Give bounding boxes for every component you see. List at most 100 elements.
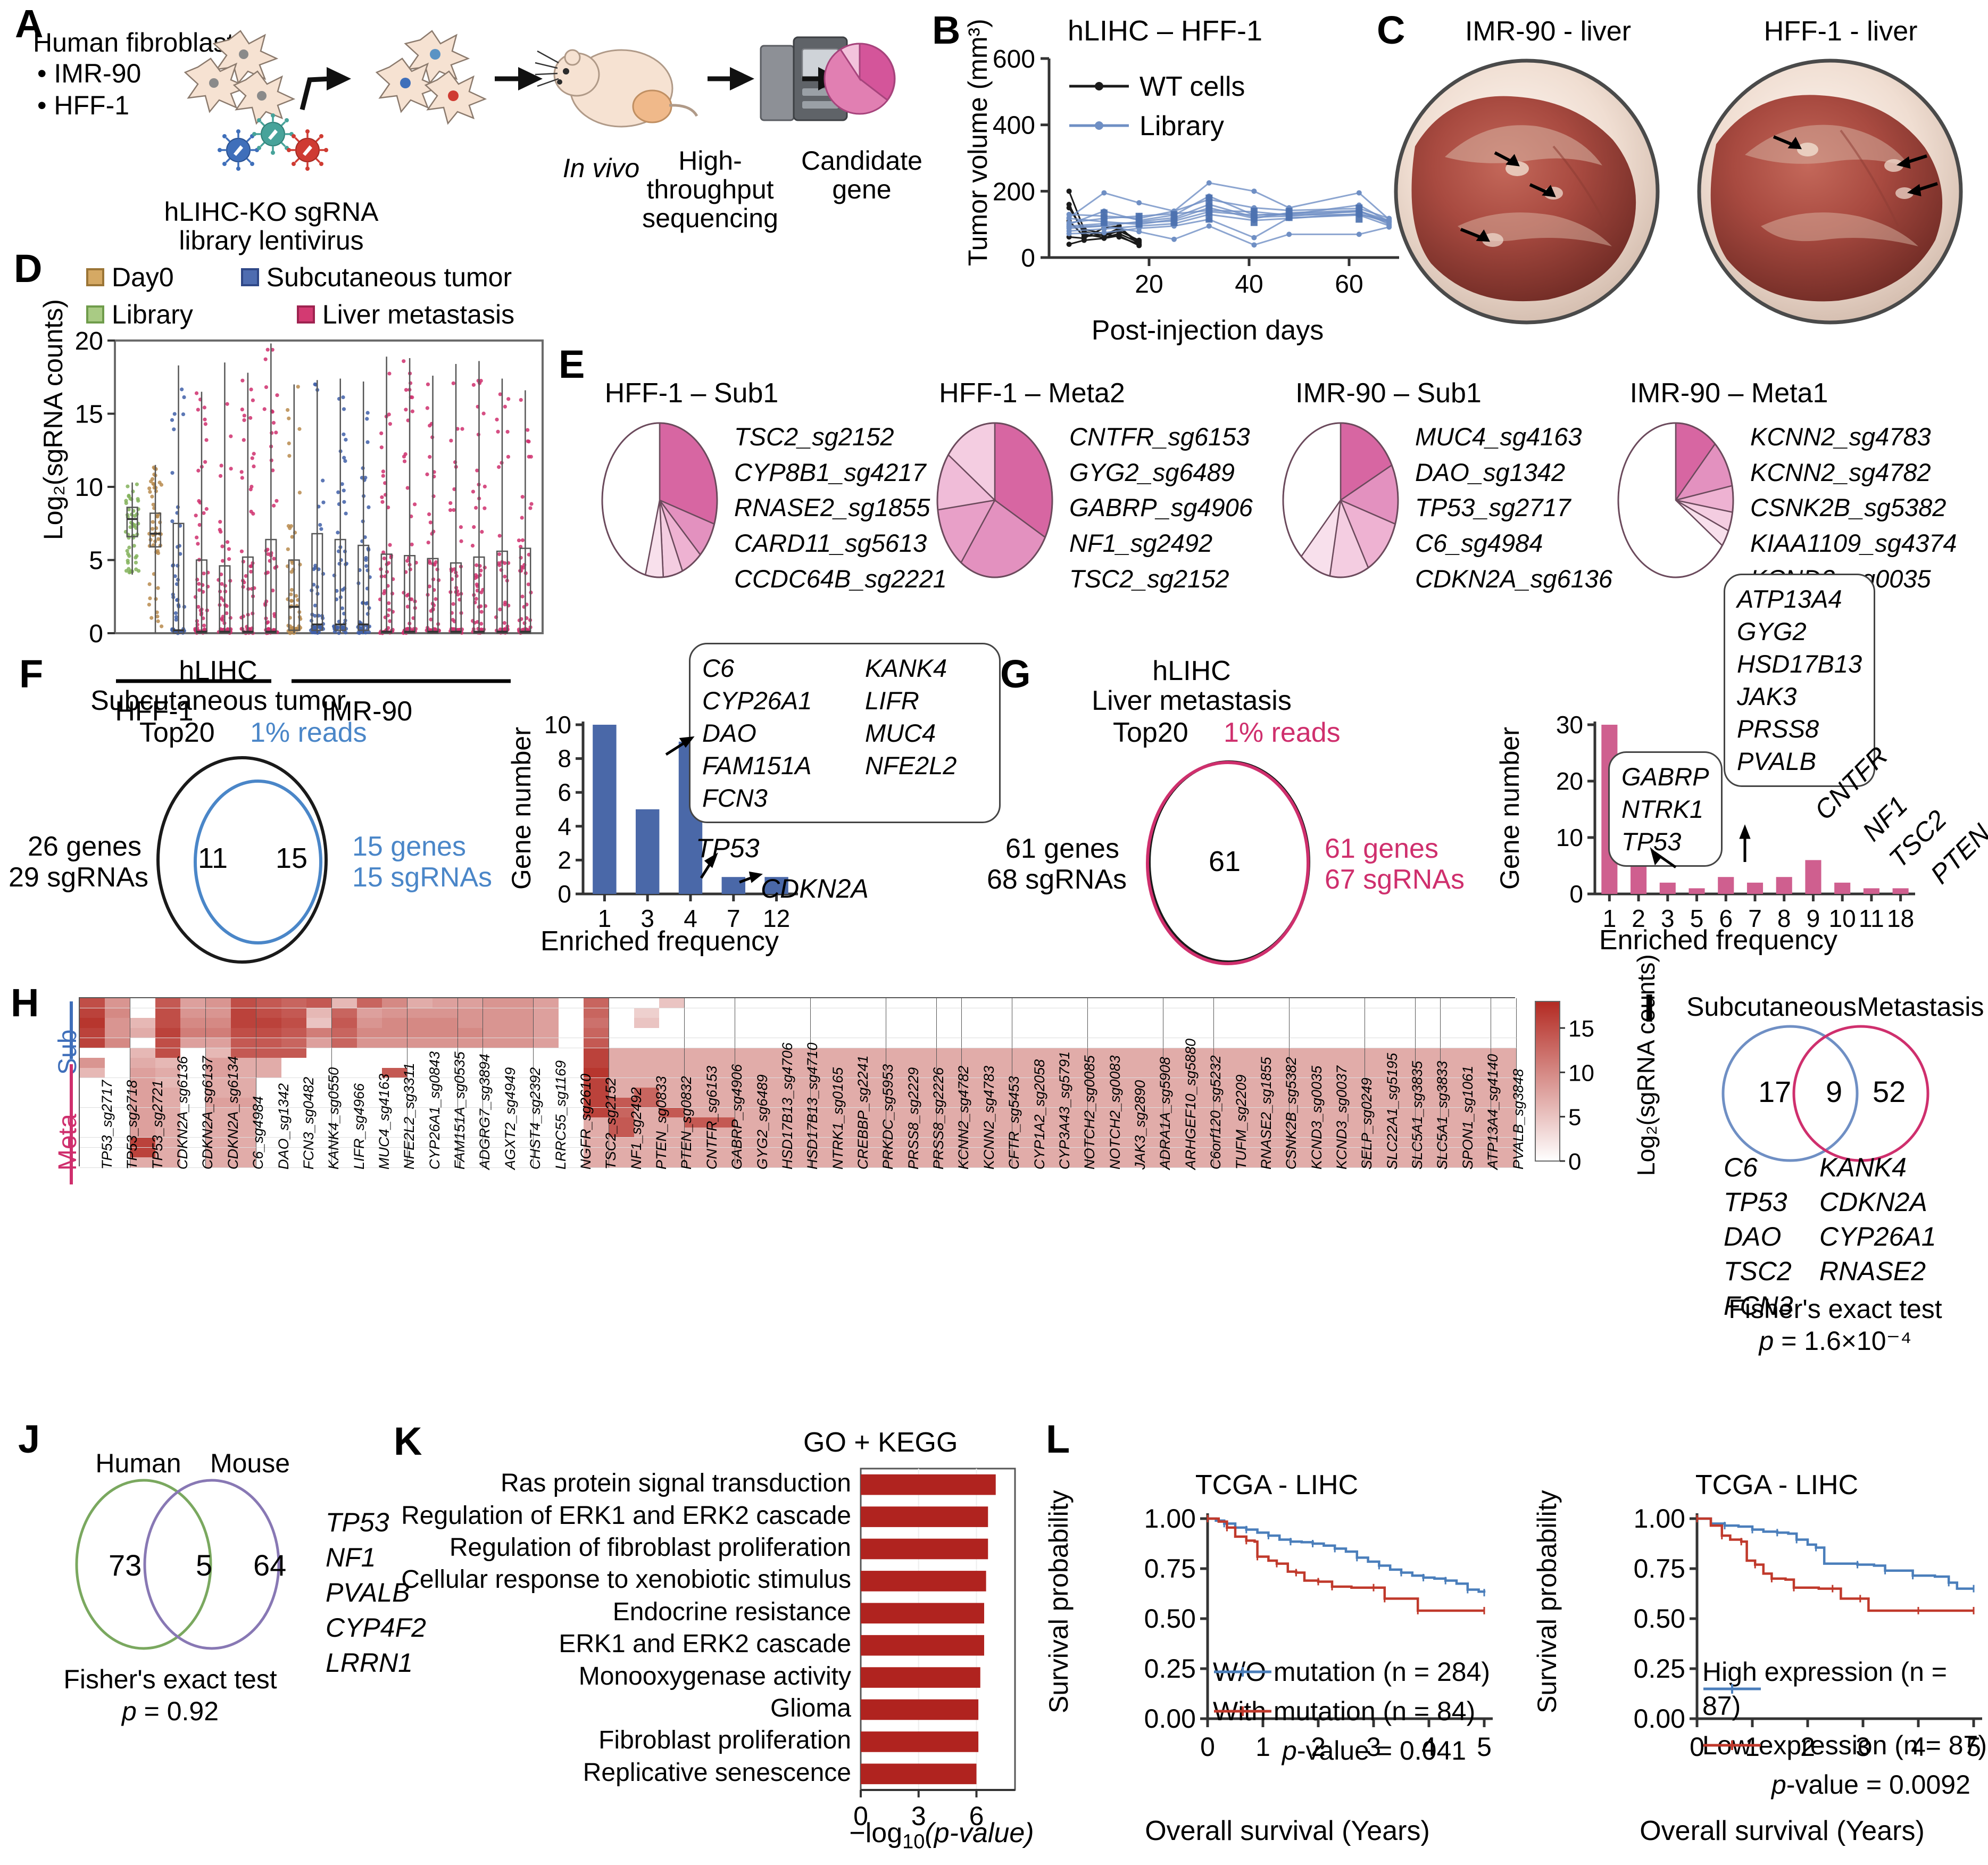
heatmap-cell xyxy=(1087,998,1113,1009)
heatmap-column-label: PRSS8_sg2226 xyxy=(930,1067,947,1170)
panel-k-category-label: Endocrine resistance xyxy=(612,1597,851,1626)
svg-text:3: 3 xyxy=(1366,1732,1381,1762)
heatmap-cell xyxy=(735,1028,761,1039)
p-value: -value = 0.041 xyxy=(1296,1736,1467,1765)
svg-text:400: 400 xyxy=(993,112,1035,140)
heatmap-cell xyxy=(155,1018,181,1029)
panel-g-bar-ylabel: Gene number xyxy=(1495,727,1525,890)
heatmap-cell xyxy=(886,1028,912,1039)
heatmap-cell xyxy=(256,1008,282,1018)
heatmap-cell xyxy=(961,998,987,1009)
svg-text:40: 40 xyxy=(1235,270,1263,299)
gene-label: CNTFR_sg6153 xyxy=(1069,422,1250,451)
panel-l-xlabel-0: Overall survival (Years) xyxy=(1145,1816,1430,1846)
svg-text:10: 10 xyxy=(1829,905,1856,932)
heatmap-column-label: PTEN_sg0832 xyxy=(678,1076,695,1170)
heatmap-cell xyxy=(936,1048,962,1058)
heatmap-cell xyxy=(1264,1028,1290,1039)
svg-text:0: 0 xyxy=(89,620,103,648)
svg-text:0: 0 xyxy=(1021,244,1035,272)
panel-a-cand-line1: Candidate xyxy=(801,146,922,176)
heatmap-cell xyxy=(1113,1008,1139,1018)
heatmap-cell xyxy=(559,1008,584,1018)
panel-e-pie-3 xyxy=(1617,422,1734,578)
heatmap-column-label: PRSS8_sg2229 xyxy=(905,1067,921,1170)
heatmap-cell xyxy=(1087,1038,1113,1049)
heatmap-cell xyxy=(331,1058,357,1068)
heatmap-cell xyxy=(130,998,156,1009)
svg-text:18: 18 xyxy=(1887,905,1914,932)
panel-f-letter: F xyxy=(19,652,44,696)
heatmap-cell xyxy=(130,1067,156,1079)
panel-i-letter: I xyxy=(1644,986,1655,1030)
heatmap-cell xyxy=(911,1008,937,1018)
heatmap-cell xyxy=(130,1028,156,1039)
heatmap-cell xyxy=(609,1067,635,1079)
gene-label: GABRP xyxy=(1621,762,1709,791)
panel-k-category-label: Glioma xyxy=(770,1694,851,1722)
heatmap-cell xyxy=(432,1018,459,1029)
gene-label: CYP8B1_sg4217 xyxy=(734,458,926,486)
heatmap-cell xyxy=(1415,1048,1441,1058)
heatmap-column-label: NOTCH2_sg0085 xyxy=(1082,1055,1098,1170)
legend-label-day0: Day0 xyxy=(112,262,174,292)
heatmap-column-label: PRKDC_sg5953 xyxy=(880,1064,896,1170)
panel-i-left-count: 17 xyxy=(1758,1075,1792,1108)
heatmap-cell xyxy=(1466,1028,1492,1039)
heatmap-cell xyxy=(256,998,282,1009)
heatmap-cell xyxy=(458,1038,484,1049)
svg-text:3: 3 xyxy=(641,905,654,932)
heatmap-cell xyxy=(155,1008,181,1018)
heatmap-cell xyxy=(1415,1018,1441,1029)
heatmap-cell xyxy=(659,1008,685,1018)
gene-label: CARD11_sg5613 xyxy=(734,529,927,558)
panel-i-right-count: 52 xyxy=(1873,1075,1906,1108)
heatmap-column-label: CHST4_sg2392 xyxy=(527,1067,544,1170)
heatmap-cell xyxy=(1491,998,1517,1009)
panel-g-left-1: 61 genes xyxy=(1005,833,1119,864)
svg-text:20: 20 xyxy=(1556,767,1583,795)
heatmap-cell xyxy=(1440,1038,1466,1049)
heatmap-column-label: ARHGEF10_sg5880 xyxy=(1182,1038,1199,1170)
svg-text:0: 0 xyxy=(1569,880,1583,908)
heatmap-cell xyxy=(810,1008,836,1018)
candidate-gene-pie-icon xyxy=(824,43,896,115)
svg-text:0.50: 0.50 xyxy=(1634,1604,1685,1634)
panel-l-title-0: TCGA - LIHC xyxy=(1195,1470,1359,1501)
panel-j-right-count: 64 xyxy=(253,1548,287,1582)
svg-text:11: 11 xyxy=(1859,905,1884,932)
heatmap-cell xyxy=(508,1018,534,1029)
panel-k-xlabel-sub: 10 xyxy=(902,1830,925,1853)
svg-text:1.00: 1.00 xyxy=(1634,1504,1685,1534)
panel-g-set-right: 1% reads xyxy=(1224,717,1341,748)
heatmap-cell xyxy=(1238,1038,1265,1049)
heatmap-cell xyxy=(861,1018,887,1029)
gene-label: MUC4_sg4163 xyxy=(1415,422,1582,451)
heatmap-cell xyxy=(357,1028,383,1039)
heatmap-cell xyxy=(1012,1048,1038,1058)
panel-k-category-label: Replicative senescence xyxy=(583,1758,851,1787)
panel-a-seq-line2: throughput xyxy=(646,175,774,204)
heatmap-cell xyxy=(634,1048,660,1058)
heatmap-cell xyxy=(684,1038,710,1049)
heatmap-cell xyxy=(987,1028,1013,1039)
heatmap-cell xyxy=(1340,1018,1366,1029)
svg-text:1: 1 xyxy=(1603,905,1617,932)
heatmap-cell xyxy=(458,1008,484,1018)
p-value: = 1.6×10⁻⁴ xyxy=(1774,1326,1912,1356)
svg-text:1: 1 xyxy=(598,905,612,932)
heatmap-cell xyxy=(1289,1008,1315,1018)
panel-j-mid-count: 5 xyxy=(196,1548,213,1582)
panel-f-right-1: 15 genes xyxy=(352,831,466,862)
svg-text:200: 200 xyxy=(993,178,1035,206)
heatmap-cell xyxy=(1440,998,1466,1009)
heatmap-cell xyxy=(256,1028,282,1039)
heatmap-cell xyxy=(659,1028,685,1039)
heatmap-cell xyxy=(357,998,383,1009)
legend-swatch-day0 xyxy=(86,268,104,286)
heatmap-cell xyxy=(432,1008,459,1018)
